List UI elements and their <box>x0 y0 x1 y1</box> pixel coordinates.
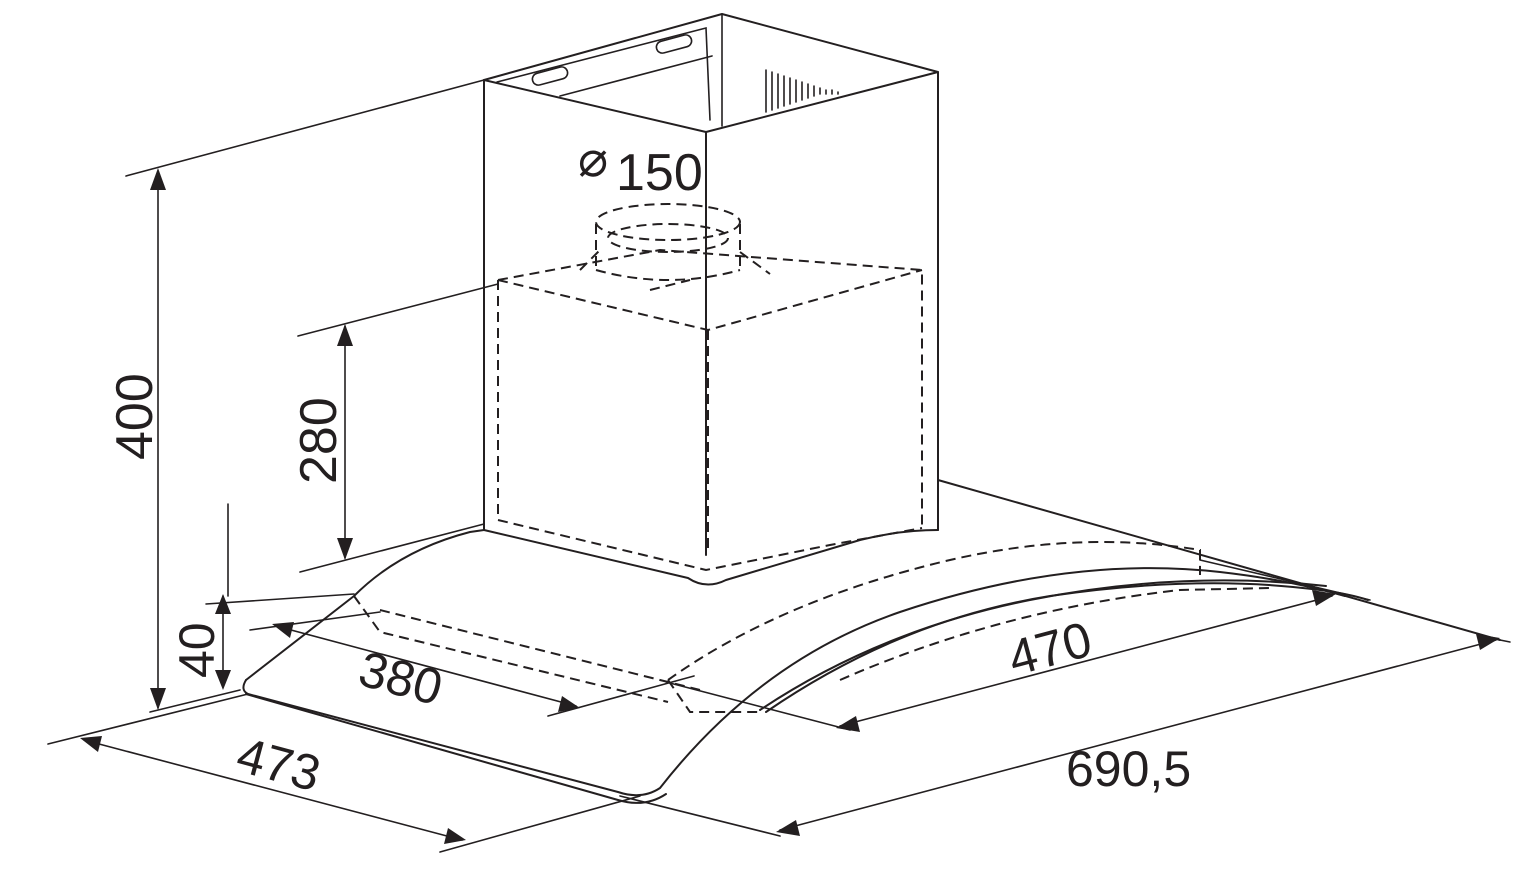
dimension-150-label: 150 <box>616 144 703 202</box>
dimension-470-label: 470 <box>1002 611 1097 687</box>
dimension-400: 400 <box>106 79 485 713</box>
dimension-400-label: 400 <box>106 373 164 460</box>
dimension-473-label: 473 <box>231 727 326 803</box>
chimney-bottom-edge <box>483 529 939 586</box>
dimension-380-label: 380 <box>353 641 448 717</box>
dimension-690-5: 690,5 <box>619 634 1511 837</box>
dimension-40-label: 40 <box>169 622 225 678</box>
dimension-280: 280 <box>290 283 499 573</box>
chimney-top-section <box>483 13 939 556</box>
dimension-690-5-label: 690,5 <box>1066 741 1191 797</box>
dimension-40: 40 <box>169 503 355 690</box>
dimension-280-label: 280 <box>290 397 348 484</box>
diameter-symbol: ⌀ <box>578 131 608 187</box>
dimension-473: 473 <box>47 693 641 853</box>
dimension-380: 380 <box>249 611 695 717</box>
motor-housing-hidden <box>497 203 923 572</box>
dimension-470: 470 <box>665 559 1371 732</box>
canopy-body <box>242 479 1501 804</box>
dimension-diameter-150: ⌀ 150 <box>578 131 703 202</box>
vent-grille <box>765 69 839 113</box>
